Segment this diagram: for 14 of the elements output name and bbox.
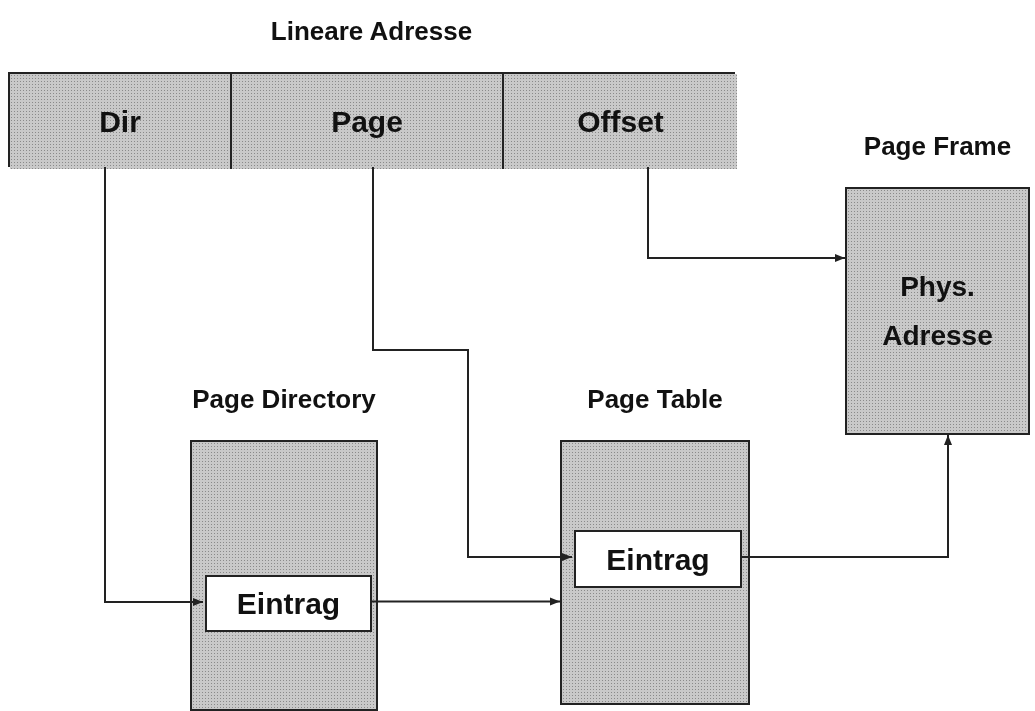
heading: Page Directory <box>191 383 377 416</box>
address-field: Page <box>232 74 504 169</box>
address-field: Offset <box>504 74 737 169</box>
memory-table <box>190 440 378 711</box>
address-field: Dir <box>10 74 232 169</box>
memory-table <box>845 187 1030 435</box>
memory-table <box>560 440 750 705</box>
entry-box: Eintrag <box>205 575 372 632</box>
address-bar <box>8 72 735 167</box>
box-text: Phys. Adresse <box>881 270 994 353</box>
heading: Lineare Adresse <box>269 15 474 48</box>
heading: Page Table <box>586 383 724 416</box>
heading: Page Frame <box>862 130 1013 163</box>
entry-box: Eintrag <box>574 530 742 588</box>
